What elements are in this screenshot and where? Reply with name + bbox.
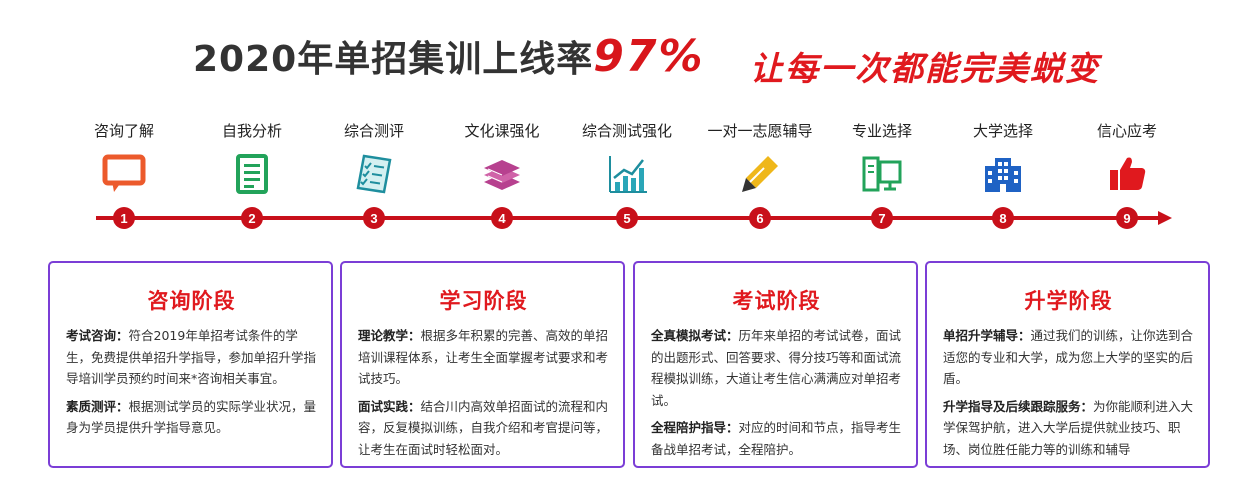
stage-item-body: 根据测试学员的实际学业状况，量身为学员提供升学指导意见。 bbox=[66, 398, 317, 436]
books-icon bbox=[484, 160, 520, 190]
step-number: 3 bbox=[370, 211, 377, 226]
stage-card-enrollment: 升学阶段 单招升学辅导：通过我们的训练，让你选到合适您的专业和大学，成为您上大学… bbox=[925, 261, 1210, 468]
stage-item-body: 根据多年积累的完善、高效的单招培训课程体系，让考生全面掌握考试要求和考试技巧。 bbox=[358, 328, 609, 386]
stage-item: 全真模拟考试：历年来单招的考试试卷，面试的出题形式、回答要求、得分技巧等和面试流… bbox=[651, 325, 902, 411]
step-label: 自我分析 bbox=[221, 122, 282, 140]
step-marker-7: 7 bbox=[871, 207, 893, 229]
step-label: 专业选择 bbox=[851, 122, 912, 140]
step-number: 5 bbox=[623, 211, 630, 226]
stage-title: 咨询阶段 bbox=[147, 289, 236, 313]
step-label: 一对一志愿辅导 bbox=[707, 122, 813, 140]
document-icon bbox=[236, 154, 268, 194]
step-label: 文化课强化 bbox=[464, 122, 540, 140]
stage-item: 单招升学辅导：通过我们的训练，让你选到合适您的专业和大学，成为您上大学的坚实的后… bbox=[943, 325, 1194, 390]
step-culture-course: 文化课强化 bbox=[437, 120, 567, 200]
stage-item-body: 通过我们的训练，让你选到合适您的专业和大学，成为您上大学的坚实的后盾。 bbox=[943, 328, 1194, 386]
stage-item-body: 结合川内高效单招面试的流程和内容，反复模拟训练，自我介绍和考官提问等，让考生在面… bbox=[358, 398, 609, 457]
step-number: 8 bbox=[999, 211, 1006, 226]
step-number: 1 bbox=[120, 211, 127, 226]
step-consult: 咨询了解 bbox=[59, 120, 189, 200]
stage-card-study: 学习阶段 理论教学：根据多年积累的完善、高效的单招培训课程体系，让考生全面掌握考… bbox=[340, 261, 625, 468]
page-header: 2020年单招集训上线率97% 让每一次都能完美蜕变 bbox=[0, 18, 1249, 88]
step-label: 大学选择 bbox=[972, 122, 1033, 140]
stage-item-head: 单招升学辅导： bbox=[943, 328, 1031, 343]
stage-item-head: 面试实践： bbox=[358, 398, 421, 414]
step-marker-1: 1 bbox=[113, 207, 135, 229]
pass-rate: 97% bbox=[593, 31, 705, 82]
step-marker-3: 3 bbox=[363, 207, 385, 229]
stage-item: 理论教学：根据多年积累的完善、高效的单招培训课程体系，让考生全面掌握考试要求和考… bbox=[358, 325, 609, 390]
step-marker-5: 5 bbox=[616, 207, 638, 229]
pen-icon bbox=[742, 156, 778, 192]
stage-item-body: 为你能顺利进入大学保驾护航，进入大学后提供就业技巧、职场、岗位胜任能力等的训练和… bbox=[943, 398, 1194, 457]
stage-title: 学习阶段 bbox=[439, 289, 528, 313]
step-marker-6: 6 bbox=[749, 207, 771, 229]
timeline: 1 2 3 4 5 6 7 8 9 bbox=[96, 207, 1172, 229]
process-steps: 咨询了解 自我分析 综合测评 文化课强化 bbox=[0, 120, 1249, 235]
stage-item-head: 素质测评： bbox=[66, 398, 129, 414]
step-volunteer-guidance: 一对一志愿辅导 bbox=[695, 120, 825, 200]
step-university-choice: 大学选择 bbox=[938, 120, 1068, 200]
stage-card-consult: 咨询阶段 考试咨询：符合2019年单招考试条件的学生，免费提供单招升学指导，参加… bbox=[48, 261, 333, 468]
timeline-arrow bbox=[1158, 211, 1172, 225]
step-number: 6 bbox=[756, 211, 763, 226]
step-marker-9: 9 bbox=[1116, 207, 1138, 229]
step-number: 2 bbox=[248, 211, 255, 226]
step-number: 4 bbox=[498, 211, 506, 226]
step-comprehensive-test: 综合测试强化 bbox=[562, 120, 692, 200]
checklist-icon bbox=[356, 154, 392, 194]
stage-item: 素质测评：根据测试学员的实际学业状况，量身为学员提供升学指导意见。 bbox=[66, 396, 317, 439]
building-icon bbox=[985, 158, 1021, 192]
step-marker-4: 4 bbox=[491, 207, 513, 229]
stage-item: 面试实践：结合川内高效单招面试的流程和内容，反复模拟训练，自我介绍和考官提问等，… bbox=[358, 396, 609, 461]
step-major-choice: 专业选择 bbox=[817, 120, 947, 200]
chat-icon bbox=[102, 154, 146, 192]
stage-item: 考试咨询：符合2019年单招考试条件的学生，免费提供单招升学指导，参加单招升学指… bbox=[66, 325, 317, 390]
slogan: 让每一次都能完美蜕变 bbox=[750, 49, 1100, 88]
step-assessment: 综合测评 bbox=[309, 120, 439, 200]
stage-item-head: 理论教学： bbox=[358, 328, 421, 343]
stage-item: 升学指导及后续跟踪服务：为你能顺利进入大学保驾护航，进入大学后提供就业技巧、职场… bbox=[943, 396, 1194, 461]
step-marker-8: 8 bbox=[992, 207, 1014, 229]
stage-item: 全程陪护指导：对应的时间和节点，指导考生备战单招考试，全程陪护。 bbox=[651, 417, 902, 460]
stage-card-exam: 考试阶段 全真模拟考试：历年来单招的考试试卷，面试的出题形式、回答要求、得分技巧… bbox=[633, 261, 918, 468]
stage-item-body: 历年来单招的考试试卷，面试的出题形式、回答要求、得分技巧等和面试流程模拟训练，大… bbox=[651, 328, 902, 408]
step-self-analysis: 自我分析 bbox=[187, 120, 317, 200]
stage-item-head: 考试咨询： bbox=[66, 328, 129, 343]
step-marker-2: 2 bbox=[241, 207, 263, 229]
stage-item-body: 符合2019年单招考试条件的学生，免费提供单招升学指导，参加单招升学指导培训学员… bbox=[66, 328, 317, 386]
screen-icon bbox=[862, 156, 902, 192]
step-label: 综合测试强化 bbox=[581, 122, 672, 140]
stage-item-body: 对应的时间和节点，指导考生备战单招考试，全程陪护。 bbox=[651, 420, 902, 457]
step-label: 咨询了解 bbox=[93, 122, 154, 140]
step-number: 7 bbox=[878, 211, 885, 226]
chart-icon bbox=[609, 156, 647, 193]
step-label: 综合测评 bbox=[343, 122, 404, 140]
stage-title: 升学阶段 bbox=[1024, 289, 1113, 313]
stage-item-head: 全真模拟考试： bbox=[651, 328, 739, 343]
thumbs-up-icon bbox=[1110, 157, 1146, 190]
stage-title: 考试阶段 bbox=[732, 289, 821, 313]
step-label: 信心应考 bbox=[1096, 122, 1157, 140]
step-number: 9 bbox=[1123, 211, 1130, 226]
stage-item-head: 升学指导及后续跟踪服务： bbox=[943, 398, 1094, 414]
step-confidence-exam: 信心应考 bbox=[1062, 120, 1192, 200]
title-text: 2020年单招集训上线率 bbox=[193, 39, 594, 80]
stage-item-head: 全程陪护指导： bbox=[651, 420, 739, 435]
page-title: 2020年单招集训上线率97% bbox=[193, 30, 705, 82]
